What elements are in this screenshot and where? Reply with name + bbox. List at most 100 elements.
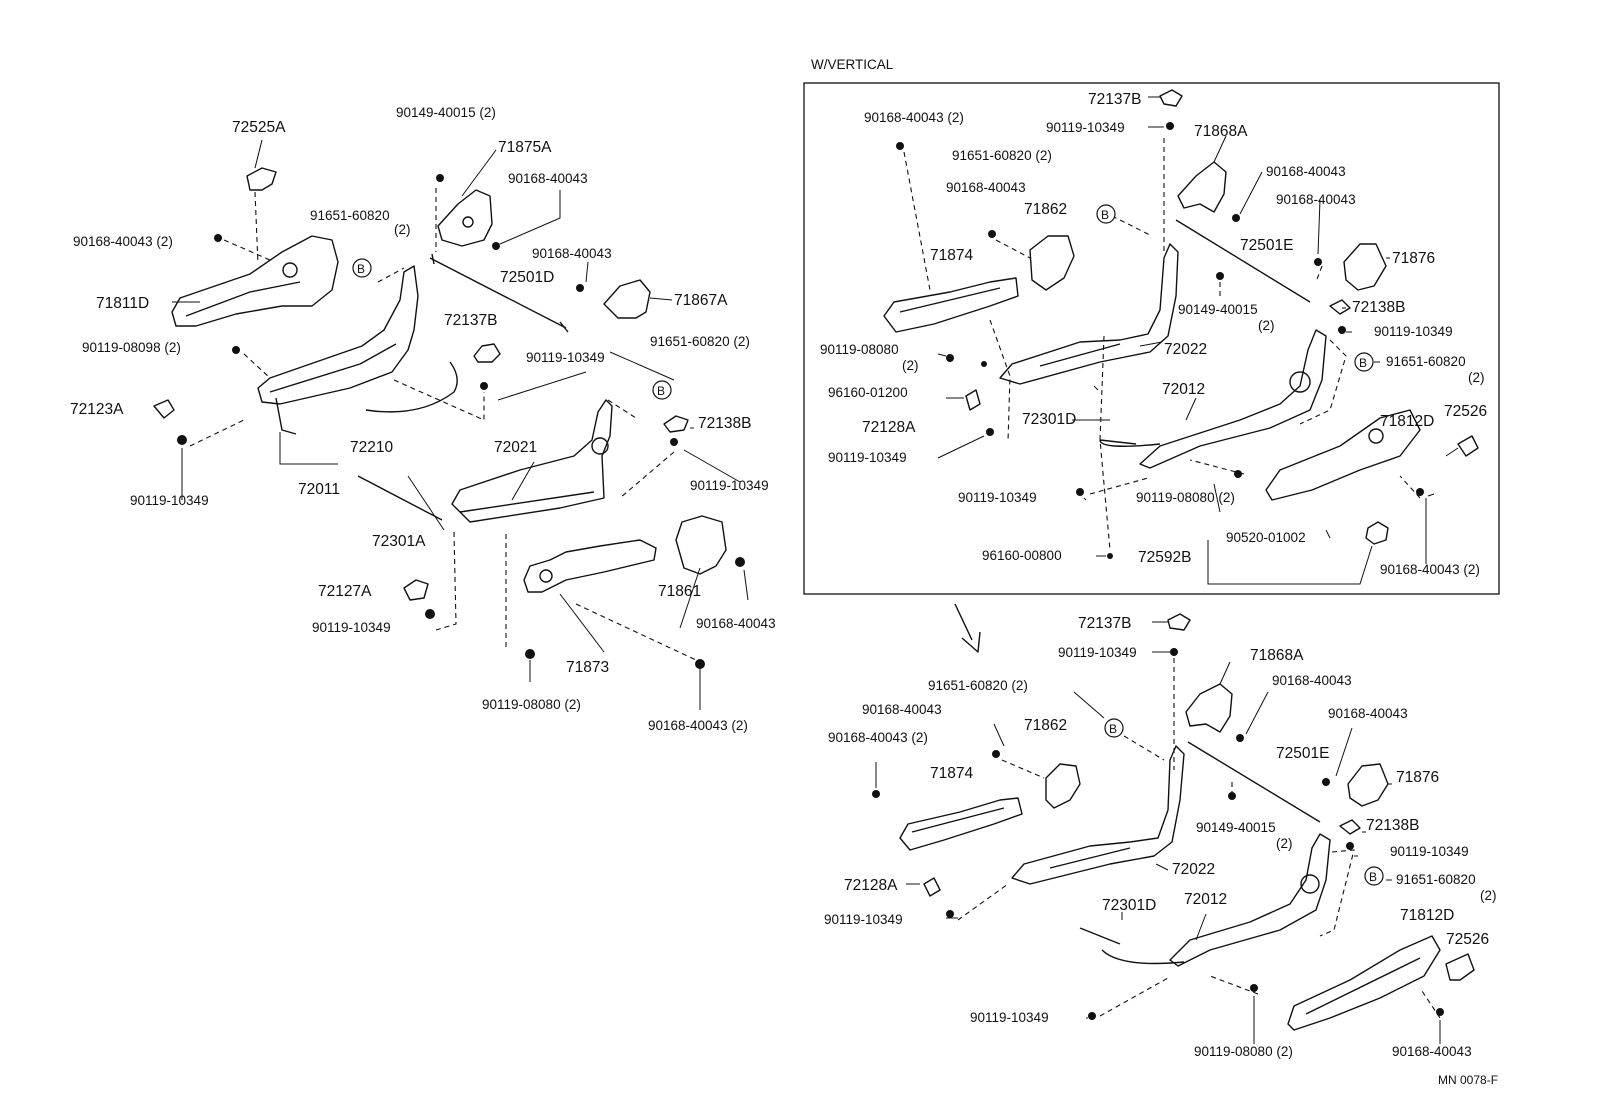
- label-90119-08080: 90119-08080 (2): [1194, 1044, 1293, 1059]
- left-assembly: B B: [153, 139, 749, 710]
- part-71861: [675, 515, 727, 575]
- label-90168-40043-2: 90168-40043 (2): [73, 234, 173, 249]
- label-90119-08098: 90119-08098 (2): [82, 340, 181, 355]
- label-91651-60820-qty: (2): [1480, 888, 1497, 903]
- label-90119-08080: 90119-08080 (2): [1136, 490, 1235, 505]
- part-72012: [1169, 833, 1331, 967]
- b-marker-label: B: [1101, 208, 1109, 222]
- bolt-icon: [872, 790, 880, 798]
- label-72011: 72011: [298, 481, 340, 498]
- label-90168-40043-2: 90168-40043 (2): [864, 110, 964, 125]
- label-90168-40043-2: 90168-40043 (2): [1380, 562, 1480, 577]
- bolt-icon: [492, 242, 500, 250]
- lower-labels: 72137B 90119-10349 71868A 91651-60820 (2…: [824, 615, 1497, 1059]
- bolt-icon: [695, 659, 705, 669]
- b-marker-icon: [1354, 352, 1374, 372]
- label-90119-10349: 90119-10349: [828, 450, 907, 465]
- part-72301d: [1079, 927, 1121, 945]
- bolt-icon: [1416, 488, 1424, 496]
- label-72138b: 72138B: [1366, 817, 1419, 834]
- label-90119-10349: 90119-10349: [824, 912, 903, 927]
- bolt-icon: [1250, 984, 1258, 992]
- drawing-code: MN 0078-F: [1438, 1073, 1498, 1087]
- part-72123a: [153, 399, 175, 419]
- bolt-icon: [480, 382, 488, 390]
- label-90119-10349: 90119-10349: [1046, 120, 1125, 135]
- label-72127a: 72127A: [318, 583, 372, 600]
- part-72501e: [1187, 741, 1321, 823]
- label-72526: 72526: [1444, 403, 1487, 420]
- bolt-icon: [576, 284, 584, 292]
- b-marker-label: B: [1369, 870, 1377, 884]
- part-71862: [1029, 235, 1075, 291]
- part-72022: [1011, 745, 1185, 885]
- part-72526: [1445, 953, 1475, 981]
- part-72138b: [1339, 819, 1361, 835]
- part-72022: [999, 243, 1179, 385]
- label-72128a: 72128A: [844, 877, 898, 894]
- bolt-icon: [981, 361, 987, 367]
- label-90149-40015: 90149-40015 (2): [396, 105, 496, 120]
- label-72526: 72526: [1446, 931, 1489, 948]
- label-72012: 72012: [1184, 891, 1227, 908]
- label-71811d: 71811D: [96, 295, 149, 312]
- label-72301d: 72301D: [1102, 897, 1156, 914]
- label-71868a: 71868A: [1194, 123, 1248, 140]
- label-90149-40015-qty: (2): [1258, 318, 1275, 333]
- label-90119-10349: 90119-10349: [130, 493, 209, 508]
- label-90168-40043-2: 90168-40043 (2): [828, 730, 928, 745]
- label-90168-40043: 90168-40043: [946, 180, 1026, 195]
- label-71874: 71874: [930, 765, 973, 782]
- part-72137b: [1167, 613, 1191, 631]
- label-91651-60820: 91651-60820 (2): [952, 148, 1052, 163]
- bolt-icon: [436, 174, 444, 182]
- inset-assembly: B B: [883, 89, 1479, 585]
- label-72123a: 72123A: [70, 401, 124, 418]
- bolt-icon: [525, 649, 535, 659]
- label-91651-60820-2: 91651-60820 (2): [650, 334, 750, 349]
- part-72021: [451, 399, 613, 523]
- label-72012: 72012: [1162, 381, 1205, 398]
- part-72138b: [663, 415, 689, 433]
- part-72525a: [246, 167, 277, 191]
- label-91651-60820: 91651-60820: [310, 208, 390, 223]
- label-90119-08080: 90119-08080: [820, 342, 899, 357]
- bolt-icon: [1170, 648, 1178, 656]
- bolt-icon: [1076, 488, 1084, 496]
- label-71861: 71861: [658, 583, 701, 600]
- label-71812d: 71812D: [1380, 413, 1434, 430]
- bolt-icon: [1314, 258, 1322, 266]
- label-72138b: 72138B: [1352, 299, 1405, 316]
- bolt-icon: [1088, 1012, 1096, 1020]
- part-72501e: [1175, 219, 1311, 303]
- part-72127a: [403, 579, 429, 601]
- label-90168-40043: 90168-40043: [1392, 1044, 1472, 1059]
- inset-title: W/VERTICAL: [811, 57, 894, 72]
- label-90149-40015: 90149-40015: [1178, 302, 1258, 317]
- part-71812d: [1287, 935, 1441, 1031]
- bolt-icon: [1216, 272, 1224, 280]
- part-72012: [1139, 329, 1327, 469]
- bolt-icon: [992, 750, 1000, 758]
- label-71875a: 71875A: [498, 139, 552, 156]
- label-72128a: 72128A: [862, 419, 916, 436]
- inset-arrow-icon: [954, 603, 981, 653]
- label-72022: 72022: [1164, 341, 1207, 358]
- label-71867a: 71867A: [674, 292, 728, 309]
- label-72501e: 72501E: [1276, 745, 1329, 762]
- label-71812d: 71812D: [1400, 907, 1454, 924]
- label-72138b: 72138B: [698, 415, 751, 432]
- bolt-icon: [946, 354, 954, 362]
- label-72525a: 72525A: [232, 119, 286, 136]
- part-71867a: [603, 279, 651, 319]
- b-marker-label: B: [1109, 722, 1117, 736]
- label-72592b: 72592B: [1138, 549, 1191, 566]
- label-90168-40043: 90168-40043: [1266, 164, 1346, 179]
- part-71873: [523, 539, 657, 593]
- bolt-icon: [735, 557, 745, 567]
- inset-labels: 72137B 90168-40043 (2) 90119-10349 71868…: [820, 91, 1487, 577]
- label-71874: 71874: [930, 247, 973, 264]
- label-72137b: 72137B: [444, 312, 497, 329]
- b-marker-label: B: [657, 384, 665, 398]
